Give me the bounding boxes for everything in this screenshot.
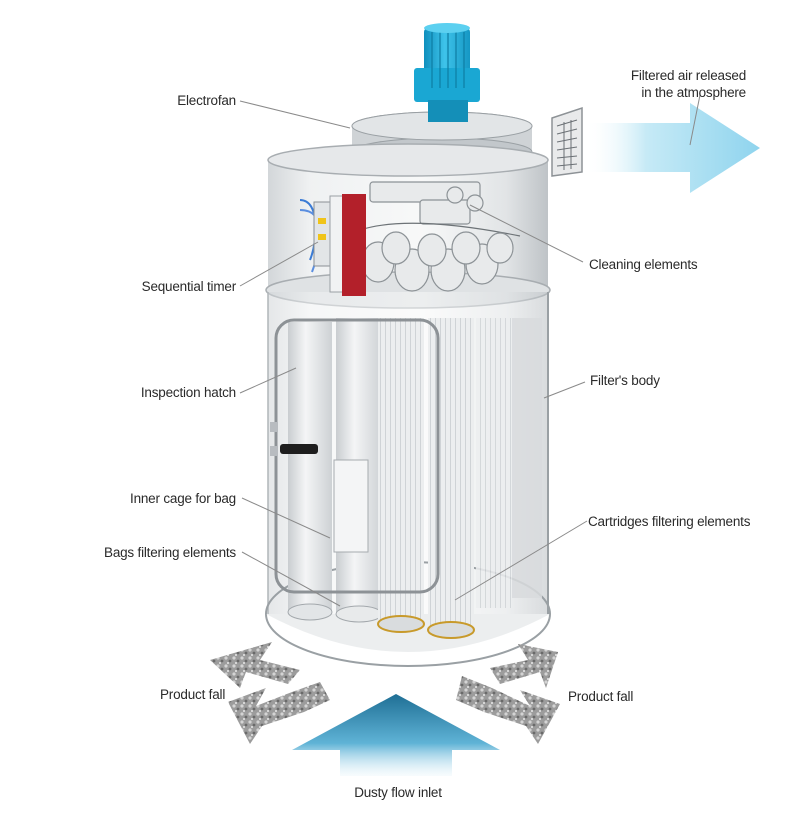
electrofan-label: Electrofan bbox=[177, 93, 236, 108]
filtered-air-arrow bbox=[585, 103, 760, 193]
product-fall-right-label: Product fall bbox=[568, 689, 634, 704]
dusty-flow-inlet-label: Dusty flow inlet bbox=[354, 785, 442, 800]
inspection-hatch-label: Inspection hatch bbox=[140, 385, 236, 400]
product-fall-left-label: Product fall bbox=[160, 687, 226, 702]
cleaning-elements-label: Cleaning elements bbox=[589, 257, 698, 272]
cleaning-elements bbox=[359, 181, 521, 292]
cartridges-filtering-label: Cartridges filtering elements bbox=[588, 514, 751, 529]
bags-filtering-label: Bags filtering elements bbox=[104, 545, 236, 560]
leader-lines bbox=[239, 94, 701, 607]
filtered-air-label-line1: Filtered air released bbox=[630, 68, 746, 83]
filtered-air-label: Filtered air released in the atmosphere bbox=[622, 67, 746, 101]
cartridges-filtering-elements bbox=[377, 318, 542, 639]
electrofan-motor bbox=[414, 23, 480, 122]
filtered-air-label-line2: in the atmosphere bbox=[641, 85, 746, 100]
product-fall-arrows bbox=[210, 642, 560, 744]
bags-filtering-elements bbox=[287, 318, 383, 623]
filters-body-label: Filter's body bbox=[590, 373, 660, 388]
dusty-flow-inlet-arrow bbox=[292, 694, 500, 776]
inspection-hatch bbox=[270, 318, 440, 594]
air-outlet-grille bbox=[551, 106, 583, 177]
sequential-timer-label: Sequential timer bbox=[141, 279, 237, 294]
inner-cage-label: Inner cage for bag bbox=[130, 491, 236, 506]
sequential-timer bbox=[299, 194, 366, 296]
